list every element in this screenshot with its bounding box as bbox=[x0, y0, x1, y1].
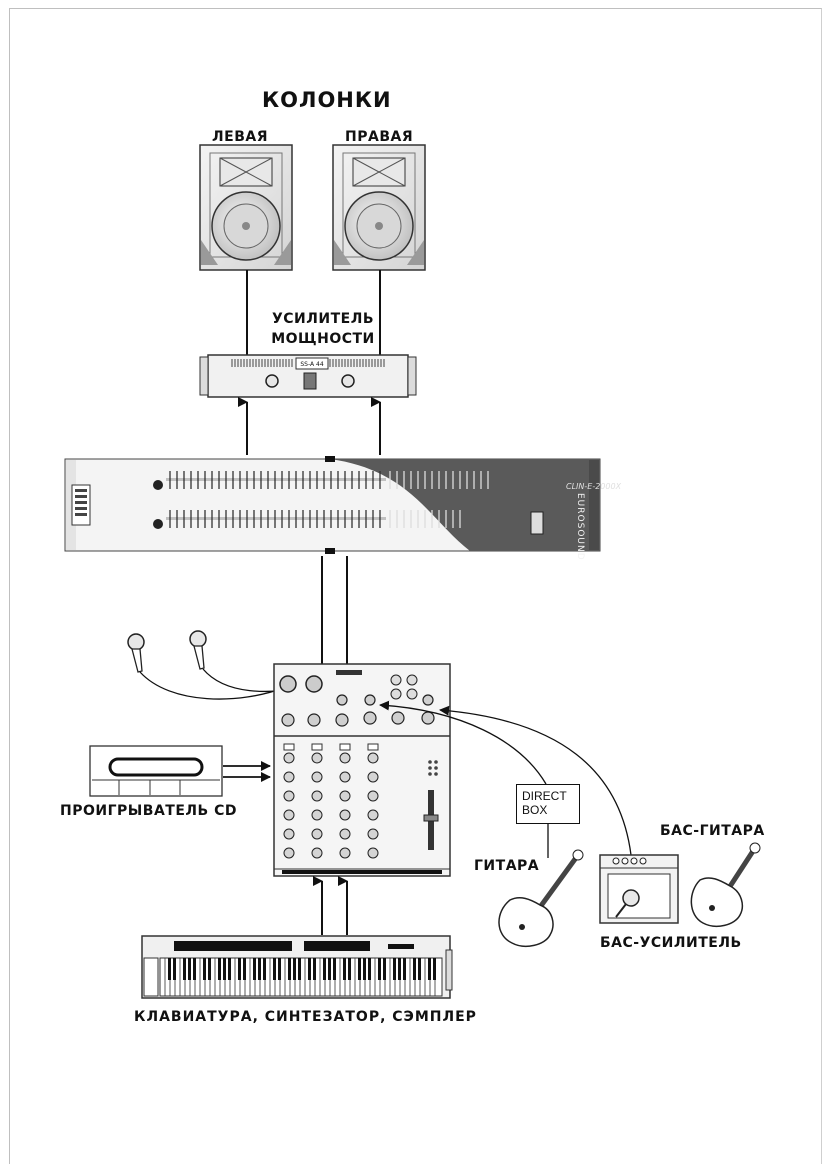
cd-player bbox=[89, 745, 223, 797]
mixer bbox=[273, 663, 451, 877]
bass-amplifier bbox=[599, 854, 679, 924]
amplifier-label: УСИЛИТЕЛЬ МОЩНОСТИ bbox=[258, 309, 388, 349]
microphone-1 bbox=[127, 633, 145, 673]
guitar-label: ГИТАРА bbox=[474, 858, 540, 874]
mixer-to-eq-cables bbox=[321, 556, 348, 664]
bass-guitar-label: БАС-ГИТАРА bbox=[660, 823, 765, 839]
amplifier-label-line2: МОЩНОСТИ bbox=[271, 331, 375, 347]
equalizer-model: CLIN-E-2000X bbox=[566, 482, 622, 491]
microphone-2 bbox=[189, 630, 207, 670]
keyboard-to-mixer-arrows bbox=[313, 876, 348, 935]
diagram-title: КОЛОНКИ bbox=[262, 88, 392, 112]
right-speaker bbox=[332, 144, 426, 271]
guitar bbox=[498, 849, 584, 947]
bass-guitar bbox=[690, 842, 761, 927]
keyboard-label: КЛАВИАТУРА, СИНТЕЗАТОР, СЭМПЛЕР bbox=[134, 1009, 477, 1025]
amp-to-speaker-cables bbox=[246, 270, 381, 355]
bass-amp-label: БАС-УСИЛИТЕЛЬ bbox=[600, 935, 742, 951]
page-frame bbox=[9, 8, 822, 1164]
direct-box-line2: BOX bbox=[522, 803, 548, 817]
cd-player-label: ПРОИГРЫВАТЕЛЬ CD bbox=[60, 803, 237, 819]
amp-badge: SS-A 44 bbox=[300, 361, 323, 368]
power-amplifier: SS-A 44 bbox=[199, 354, 417, 398]
direct-box-line1: DIRECT bbox=[522, 789, 567, 803]
left-speaker-label: ЛЕВАЯ bbox=[212, 129, 268, 145]
direct-box: DIRECT BOX bbox=[516, 784, 580, 824]
instrument-cables bbox=[379, 700, 632, 858]
cd-to-mixer-arrows bbox=[223, 761, 271, 782]
left-speaker bbox=[199, 144, 293, 271]
amplifier-label-line1: УСИЛИТЕЛЬ bbox=[271, 311, 375, 327]
equalizer-brand: EUROSOUND bbox=[575, 493, 585, 561]
keyboard-synth bbox=[141, 935, 453, 999]
right-speaker-label: ПРАВАЯ bbox=[345, 129, 414, 145]
eq-to-amp-arrows bbox=[238, 397, 381, 455]
graphic-equalizer bbox=[64, 456, 601, 554]
